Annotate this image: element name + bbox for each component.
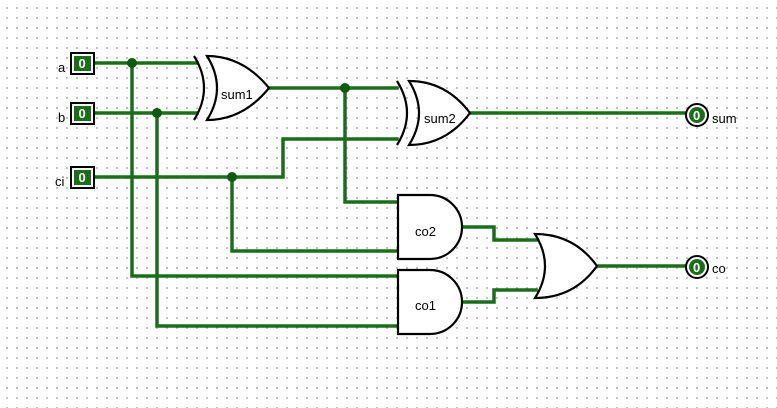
gate-label-sum1: sum1 bbox=[221, 87, 253, 102]
output-pin-sum[interactable]: 0 sum bbox=[685, 103, 737, 127]
wire-co2-out bbox=[460, 225, 538, 242]
wire-b-branch bbox=[155, 111, 399, 328]
pin-fill-a bbox=[74, 56, 91, 71]
junction-b bbox=[152, 108, 162, 118]
or-gate-co[interactable] bbox=[533, 232, 599, 300]
input-pin-ci[interactable]: ci 0 bbox=[55, 166, 95, 189]
and-co2-body bbox=[396, 193, 464, 261]
xor-sum1-extra-curve bbox=[193, 55, 205, 121]
input-pin-b[interactable]: b 0 bbox=[58, 102, 95, 125]
pin-label-ci: ci bbox=[55, 174, 65, 189]
xor-sum2-extra-curve bbox=[396, 80, 408, 146]
junction-a bbox=[127, 58, 137, 68]
pin-label-a: a bbox=[58, 60, 66, 75]
pin-label-b: b bbox=[58, 110, 65, 125]
and-co1-body bbox=[396, 268, 464, 336]
pin-fill-b bbox=[74, 106, 91, 121]
gate-label-co2: co2 bbox=[415, 224, 436, 239]
pin-value-sum: 0 bbox=[693, 108, 700, 123]
pin-fill-co bbox=[689, 259, 705, 275]
xor-sum1-body bbox=[205, 54, 271, 122]
wire-ci bbox=[94, 137, 399, 179]
pin-label-sum: sum bbox=[712, 111, 737, 126]
xor-gate-sum2[interactable]: sum2 bbox=[396, 79, 472, 147]
pin-value-ci: 0 bbox=[79, 170, 86, 185]
or-co-body bbox=[533, 232, 599, 300]
junctions bbox=[127, 58, 350, 182]
xor-gate-sum1[interactable]: sum1 bbox=[193, 54, 271, 122]
gate-label-sum2: sum2 bbox=[424, 111, 456, 126]
junction-sum1 bbox=[340, 83, 350, 93]
pin-label-co: co bbox=[712, 261, 726, 276]
and-gate-co2[interactable]: co2 bbox=[396, 193, 464, 261]
output-pin-co[interactable]: 0 co bbox=[685, 255, 726, 279]
wire-ci-branch bbox=[230, 175, 399, 253]
pin-value-a: 0 bbox=[79, 56, 86, 71]
wire-a-branch bbox=[130, 61, 399, 278]
pin-fill-sum bbox=[689, 107, 705, 123]
xor-sum2-body bbox=[407, 79, 472, 147]
gate-label-co1: co1 bbox=[415, 298, 436, 313]
wire-co1-out bbox=[460, 288, 538, 304]
junction-ci bbox=[227, 172, 237, 182]
and-gate-co1[interactable]: co1 bbox=[396, 268, 464, 336]
wire-layer bbox=[94, 61, 688, 328]
input-pin-a[interactable]: a 0 bbox=[58, 52, 95, 75]
pin-value-b: 0 bbox=[79, 106, 86, 121]
pin-value-co: 0 bbox=[693, 260, 700, 275]
wire-sum1-branch bbox=[343, 86, 399, 204]
pin-fill-ci bbox=[74, 170, 91, 185]
